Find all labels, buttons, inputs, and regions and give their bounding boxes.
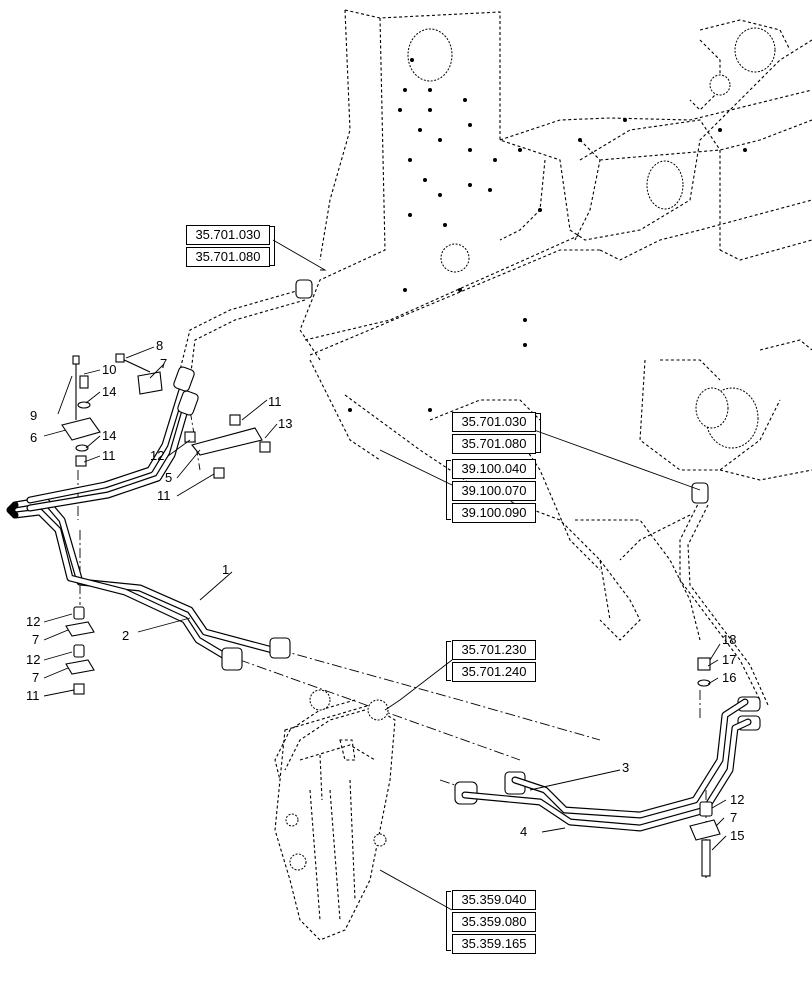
ref-bracket (446, 460, 451, 520)
callout-11c: 11 (157, 488, 171, 503)
callout-3: 3 (622, 760, 629, 775)
callout-14b: 14 (102, 428, 116, 443)
ref-link[interactable]: 39.100.070 (452, 481, 536, 501)
callout-12c: 12 (26, 652, 40, 667)
callout-13: 13 (278, 416, 292, 431)
ref-link[interactable]: 35.359.165 (452, 934, 536, 954)
steel-tube-2 (6, 501, 232, 662)
callout-16: 16 (722, 670, 736, 685)
hoses (179, 289, 769, 781)
callout-7c: 7 (32, 670, 39, 685)
callout-7b: 7 (32, 632, 39, 647)
leader-lines (43, 239, 727, 911)
callout-2: 2 (122, 628, 129, 643)
callout-12b: 12 (26, 614, 40, 629)
ref-link[interactable]: 35.701.030 (186, 225, 270, 245)
callout-8: 8 (156, 338, 163, 353)
ref-bracket (270, 226, 275, 266)
callout-11b: 11 (268, 394, 282, 409)
ref-bracket (536, 413, 541, 453)
upper-tube (26, 376, 192, 512)
callout-9: 9 (30, 408, 37, 423)
callout-18: 18 (722, 632, 736, 647)
callout-7a: 7 (160, 356, 167, 371)
ref-link[interactable]: 35.701.230 (452, 640, 536, 660)
callout-6: 6 (30, 430, 37, 445)
ref-group-5: 35.359.040 35.359.080 35.359.165 (452, 890, 536, 956)
left-clamp-assembly (61, 355, 101, 695)
machine-frame (299, 9, 812, 641)
steel-tube-4 (461, 718, 752, 832)
ref-bracket (446, 641, 451, 681)
steel-tube-3 (511, 698, 749, 819)
ref-group-3: 39.100.040 39.100.070 39.100.090 (452, 459, 536, 525)
callout-10: 10 (102, 362, 116, 377)
callout-labels: 1 2 3 4 5 6 7 7 7 7 8 9 10 11 11 11 11 1… (26, 338, 744, 843)
ref-link[interactable]: 35.359.080 (452, 912, 536, 932)
right-clamp-assembly (689, 657, 721, 878)
ref-link[interactable]: 35.701.240 (452, 662, 536, 682)
callout-17: 17 (722, 652, 736, 667)
callout-14a: 14 (102, 384, 116, 399)
ref-group-2: 35.701.030 35.701.080 (452, 412, 536, 456)
callout-12d: 12 (730, 792, 744, 807)
callout-1: 1 (222, 562, 229, 577)
callout-11d: 11 (26, 688, 40, 703)
callout-7d: 7 (730, 810, 737, 825)
callout-12a: 12 (150, 448, 164, 463)
ref-link[interactable]: 35.701.080 (452, 434, 536, 454)
ref-link[interactable]: 35.701.080 (186, 247, 270, 267)
tube-fittings (173, 279, 761, 805)
ref-link[interactable]: 39.100.090 (452, 503, 536, 523)
ref-link[interactable]: 35.701.030 (452, 412, 536, 432)
ref-bracket (446, 891, 451, 951)
callout-11a: 11 (102, 448, 116, 463)
center-bracket-assembly (115, 353, 271, 479)
ref-group-1: 35.701.030 35.701.080 (186, 225, 270, 269)
callout-4: 4 (520, 824, 527, 839)
callout-15: 15 (730, 828, 744, 843)
ref-group-4: 35.701.230 35.701.240 (452, 640, 536, 684)
control-valve (274, 689, 396, 941)
callout-5: 5 (165, 470, 172, 485)
ref-link[interactable]: 35.359.040 (452, 890, 536, 910)
ref-link[interactable]: 39.100.040 (452, 459, 536, 479)
